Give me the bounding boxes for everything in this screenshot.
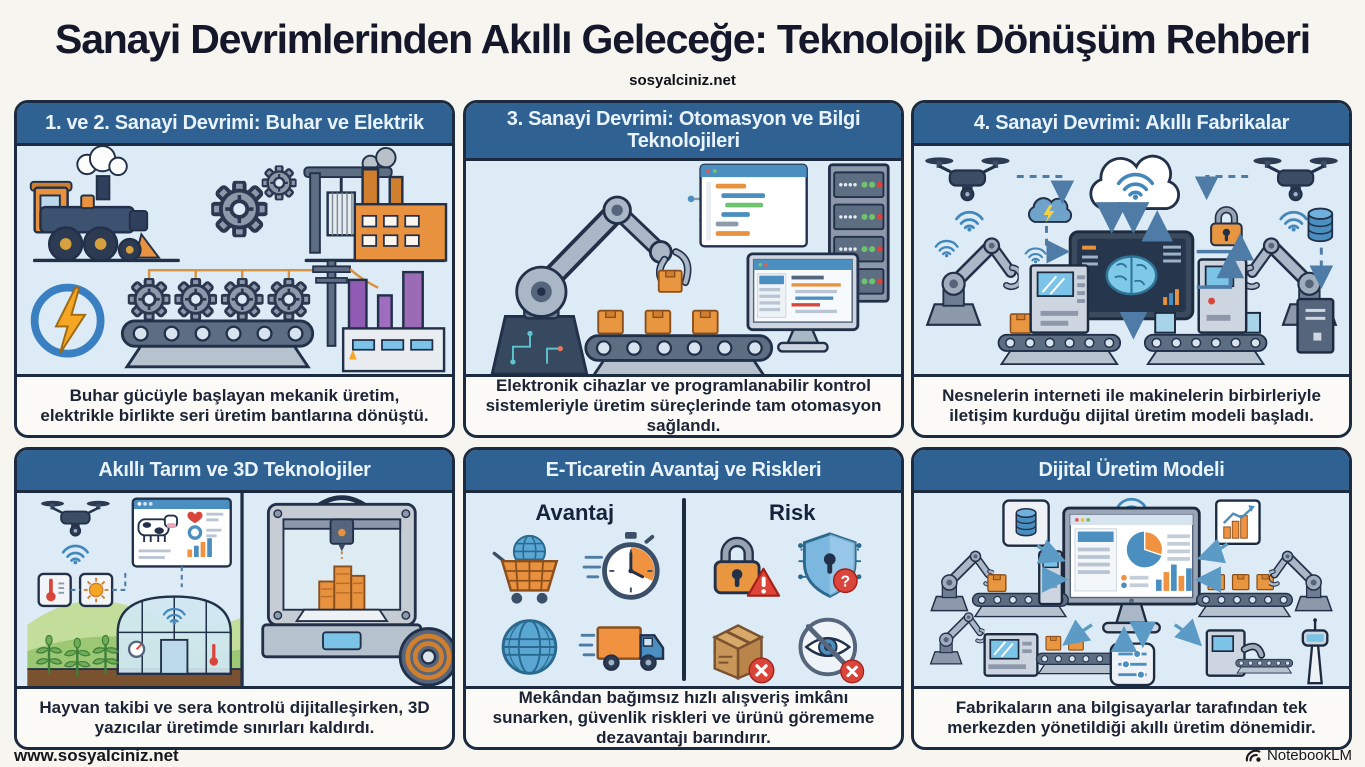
security-lock-warning-icon xyxy=(715,542,781,597)
panel-smart-factories: 4. Sanayi Devrimi: Akıllı Fabrikalar xyxy=(911,100,1352,438)
automation-illustration xyxy=(466,160,901,374)
watermark-top: sosyalciniz.net xyxy=(629,72,736,89)
cannot-see-product-icon xyxy=(798,617,865,685)
drone-icon xyxy=(1251,155,1340,202)
cloud-wifi-icon xyxy=(1089,154,1181,210)
settings-sliders-card-icon xyxy=(1109,642,1156,686)
credit-label: NotebookLM xyxy=(1266,747,1352,764)
cloud-bolt-icon xyxy=(1027,197,1073,223)
database-icon xyxy=(1307,207,1334,243)
printed-object xyxy=(318,565,366,611)
watermark-bottom: www.sosyalciniz.net xyxy=(14,746,179,765)
padlock-icon xyxy=(1211,210,1242,245)
farm-drone-icon xyxy=(39,499,111,565)
panel-title: 3. Sanayi Devrimi: Otomasyon ve Bilgi Te… xyxy=(466,103,901,161)
column-divider xyxy=(681,498,686,681)
smart-factory-illustration xyxy=(914,146,1349,374)
panel-title: 4. Sanayi Devrimi: Akıllı Fabrikalar xyxy=(914,103,1349,146)
panel-digital-production: Dijital Üretim Modeli Fabrikaların ana b… xyxy=(911,447,1352,750)
delivery-truck-icon xyxy=(578,626,665,671)
cow-icon xyxy=(137,514,179,542)
risk-column-label: Risk xyxy=(769,500,816,525)
wifi-icon xyxy=(1279,210,1308,232)
steam-electric-illustration xyxy=(17,146,452,374)
robot-station-icon xyxy=(931,551,1070,618)
notebooklm-logo xyxy=(1245,749,1261,762)
greenhouse-icon xyxy=(116,595,232,675)
control-monitor-icon xyxy=(746,252,860,353)
robot-arm-icon xyxy=(490,195,692,374)
robot-station-icon xyxy=(1205,629,1294,677)
control-tower-icon xyxy=(1301,618,1329,685)
panel-caption: Mekândan bağımsız hızlı alışveriş imkânı… xyxy=(466,686,901,747)
page-title: Sanayi Devrimlerinden Akıllı Geleceğe: T… xyxy=(55,16,1311,62)
global-shopping-cart-icon xyxy=(492,534,559,604)
panel-caption: Nesnelerin interneti ile makinelerin bir… xyxy=(914,374,1349,435)
credit-badge: NotebookLM xyxy=(1245,747,1352,764)
digital-production-illustration xyxy=(914,493,1349,686)
panel-caption: Elektronik cihazlar ve programlanabilir … xyxy=(466,374,901,435)
robot-arm-icon xyxy=(927,238,1021,324)
electric-factory-icon xyxy=(341,270,446,373)
beam-engine-factory-icon xyxy=(303,146,448,262)
globe-icon xyxy=(501,619,558,675)
panel-title: 1. ve 2. Sanayi Devrimi: Buhar ve Elektr… xyxy=(17,103,452,146)
code-window-icon xyxy=(699,163,808,248)
cyber-shield-icon: ? xyxy=(798,532,862,598)
drone-icon xyxy=(923,155,1012,232)
ai-brain-tablet-icon xyxy=(1068,230,1195,321)
conveyor-boxes-icon xyxy=(584,309,774,374)
sunlight-sensor-icon xyxy=(78,572,114,608)
temperature-sensor-icon xyxy=(37,572,72,608)
panel-caption: Buhar gücüyle başlayan mekanik üretim, e… xyxy=(17,374,452,435)
panel-title: Akıllı Tarım ve 3D Teknolojiler xyxy=(17,450,452,493)
network-arrows xyxy=(1036,538,1229,653)
electricity-icon xyxy=(30,283,105,358)
network-arrows xyxy=(1016,174,1334,340)
robot-station-icon xyxy=(1195,551,1332,618)
panel-steam-electric: 1. ve 2. Sanayi Devrimi: Buhar ve Elektr… xyxy=(14,100,455,438)
growth-chart-card-icon xyxy=(1215,499,1261,546)
panel-title: Dijital Üretim Modeli xyxy=(914,450,1349,493)
conveyor-station-icon xyxy=(997,264,1122,366)
ecommerce-illustration: Avantaj Risk xyxy=(466,493,901,686)
speed-stopwatch-icon xyxy=(582,531,660,600)
advantage-column-label: Avantaj xyxy=(535,500,615,525)
panel-title: E-Ticaretin Avantaj ve Riskleri xyxy=(466,450,901,493)
steam-locomotive-icon xyxy=(29,146,161,262)
panel-smart-farming-3d: Akıllı Tarım ve 3D Teknolojiler xyxy=(14,447,455,750)
panel-automation: 3. Sanayi Devrimi: Otomasyon ve Bilgi Te… xyxy=(463,100,904,438)
panel-caption: Hayvan takibi ve sera kontrolü dijitalle… xyxy=(17,686,452,747)
central-monitor-icon xyxy=(1062,506,1201,634)
panel-ecommerce: E-Ticaretin Avantaj ve Riskleri Avantaj … xyxy=(463,447,904,750)
electric-assembly-line-icon xyxy=(120,268,328,369)
livestock-monitor-icon xyxy=(131,497,232,568)
wifi-icon xyxy=(934,239,959,258)
wifi-icon xyxy=(1024,247,1047,264)
robot-station-icon xyxy=(931,613,1122,677)
undelivered-box-icon xyxy=(711,624,776,685)
3d-printer-icon xyxy=(261,495,423,659)
panel-caption: Fabrikaların ana bilgisayarlar tarafında… xyxy=(914,686,1349,747)
filament-spool-icon xyxy=(398,627,452,686)
smart-farming-illustration xyxy=(17,493,452,686)
gears-icon xyxy=(211,165,297,238)
svg-text:?: ? xyxy=(841,574,851,591)
dark-cabinet-icon xyxy=(1296,297,1335,354)
database-card-icon xyxy=(1002,499,1050,547)
